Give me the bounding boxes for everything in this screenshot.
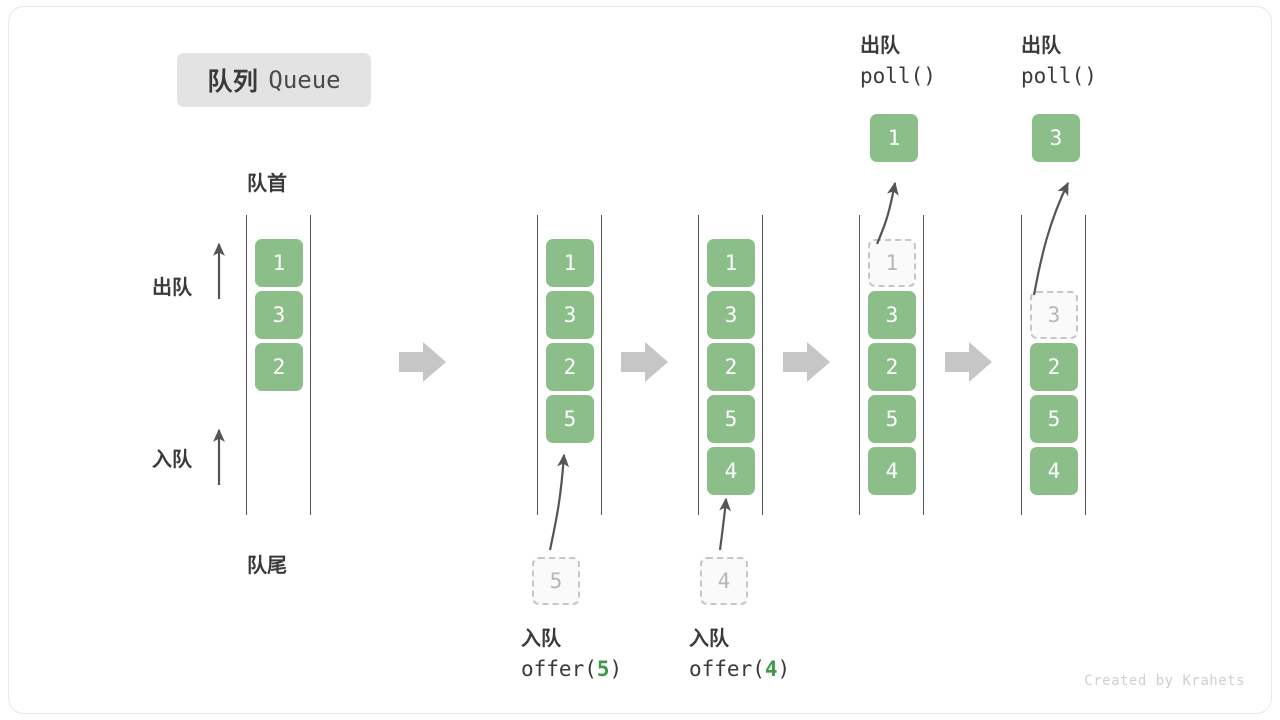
queue-cell-ghost: 3 (1030, 291, 1078, 339)
queue-cell: 3 (868, 291, 916, 339)
queue-rail-right (923, 215, 924, 515)
step-arrow-icon (621, 342, 668, 382)
queue-rail-right (310, 215, 311, 515)
diagram-canvas: 队列 Queue 队首 队尾 出队 入队 1 3 2 1 3 2 5 5 入队 … (8, 6, 1272, 714)
pending-cell-offer-5: 5 (532, 557, 580, 605)
queue-cell-ghost: 1 (868, 239, 916, 287)
caption-offer-5: 入队 offer(5) (521, 624, 622, 684)
queue-cell: 4 (707, 447, 755, 495)
title-chinese: 队列 (207, 68, 259, 96)
step-arrow-icon (783, 342, 830, 382)
caption-arg: 5 (596, 657, 610, 681)
queue-cell: 1 (707, 239, 755, 287)
queue-head-label: 队首 (247, 173, 287, 195)
caption-fn: offer( (521, 657, 597, 681)
queue-cell: 3 (255, 291, 303, 339)
caption-title: 出队 (1021, 35, 1061, 57)
caption-title: 入队 (521, 628, 561, 650)
queue-rail-left (246, 215, 247, 515)
caption-code: offer(5) (521, 654, 622, 684)
queue-cell: 5 (546, 395, 594, 443)
caption-code: offer(4) (689, 654, 790, 684)
queue-cell: 2 (868, 343, 916, 391)
step-arrow-icon (399, 342, 446, 382)
diagram-title-badge: 队列 Queue (177, 53, 371, 107)
queue-cell: 5 (868, 395, 916, 443)
queue-column-offer-4: 1 3 2 5 4 (698, 215, 764, 515)
queue-cell: 1 (546, 239, 594, 287)
queue-cell: 5 (707, 395, 755, 443)
queue-tail-label: 队尾 (247, 555, 287, 577)
popped-cell-poll-3: 3 (1032, 114, 1080, 162)
caption-close: ) (777, 657, 791, 681)
caption-fn: poll() (860, 64, 936, 88)
watermark: Created by Krahets (1084, 673, 1245, 689)
enqueue-direction-label: 入队 (152, 449, 192, 471)
queue-cell: 2 (255, 343, 303, 391)
caption-poll-3: 出队 poll() (1021, 31, 1097, 91)
title-english: Queue (268, 66, 341, 94)
popped-cell-poll-1: 1 (870, 114, 918, 162)
queue-rail-right (601, 215, 602, 515)
caption-arg: 4 (764, 657, 778, 681)
queue-rail-left (1021, 215, 1022, 515)
queue-rail-left (859, 215, 860, 515)
queue-column-poll-1: 1 3 2 5 4 (859, 215, 925, 515)
caption-fn: offer( (689, 657, 765, 681)
pending-cell-offer-4: 4 (700, 557, 748, 605)
queue-cell: 2 (546, 343, 594, 391)
dequeue-direction-label: 出队 (152, 277, 192, 299)
queue-rail-left (698, 215, 699, 515)
queue-cell: 2 (707, 343, 755, 391)
queue-cell: 3 (546, 291, 594, 339)
queue-cell: 4 (1030, 447, 1078, 495)
queue-cell: 4 (868, 447, 916, 495)
queue-column-offer-5: 1 3 2 5 (537, 215, 603, 515)
caption-poll-1: 出队 poll() (860, 31, 936, 91)
caption-offer-4: 入队 offer(4) (689, 624, 790, 684)
queue-column-poll-3: 3 2 5 4 (1021, 215, 1087, 515)
caption-fn: poll() (1021, 64, 1097, 88)
caption-title: 出队 (860, 35, 900, 57)
caption-code: poll() (1021, 61, 1097, 91)
caption-close: ) (609, 657, 623, 681)
queue-cell: 3 (707, 291, 755, 339)
queue-column-initial: 1 3 2 (246, 215, 312, 515)
caption-code: poll() (860, 61, 936, 91)
step-arrow-icon (945, 342, 992, 382)
queue-rail-left (537, 215, 538, 515)
queue-cell: 2 (1030, 343, 1078, 391)
caption-title: 入队 (689, 628, 729, 650)
queue-cell: 5 (1030, 395, 1078, 443)
queue-rail-right (1085, 215, 1086, 515)
queue-cell: 1 (255, 239, 303, 287)
queue-rail-right (762, 215, 763, 515)
